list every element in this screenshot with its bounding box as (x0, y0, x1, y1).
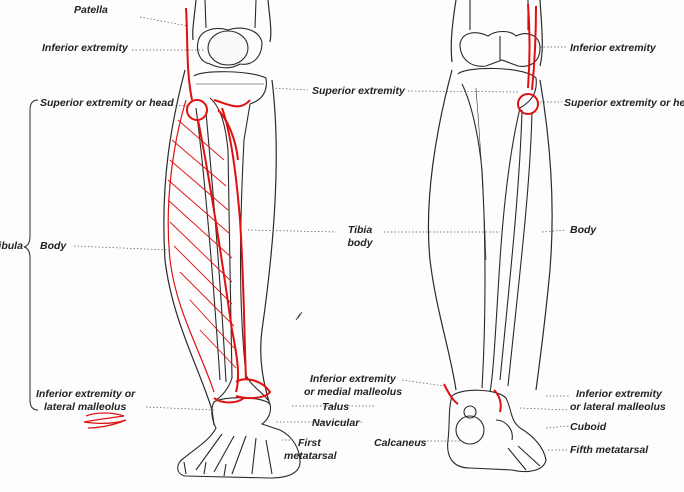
label-body-right: Body (570, 224, 597, 236)
right-tibia (457, 67, 537, 393)
label-talus: Talus (322, 401, 350, 413)
label-cuboid: Cuboid (570, 421, 607, 433)
label-medial-malleolus-1: Inferior extremity (310, 373, 396, 385)
label-superior-extremity-head: Superior extremity or head (40, 97, 174, 109)
label-tibia-body: body (347, 237, 373, 249)
left-foot (177, 397, 301, 479)
label-inferior-extremity-right: Inferior extremity (570, 42, 656, 54)
left-tibia (193, 71, 269, 401)
label-calcaneus: Calcaneus (374, 437, 427, 449)
label-tibia: Tibia (347, 224, 373, 236)
left-femur-knee (196, 0, 263, 69)
left-red-annotations (185, 7, 272, 404)
left-patella (207, 30, 249, 66)
left-hatching (167, 119, 237, 369)
label-navicular: Navicular (312, 417, 360, 429)
red-scribble (83, 412, 127, 429)
label-lateral-malleolus-right-2: or lateral malleolus (570, 401, 666, 413)
right-leg-outline (427, 0, 553, 391)
label-fifth-metatarsal: Fifth metatarsal (570, 444, 649, 456)
label-superior-extremity: Superior extremity (312, 85, 405, 97)
left-fibula (195, 107, 227, 383)
label-patella: Patella (74, 4, 108, 16)
label-inferior-extremity-left: Inferior extremity (42, 42, 128, 54)
label-medial-malleolus-2: or medial malleolus (304, 386, 403, 398)
label-lateral-malleolus-left-2: lateral malleolus (44, 401, 127, 413)
label-lateral-malleolus-left-1: Inferior extremity or (36, 388, 136, 400)
label-superior-extremity-head-right: Superior extremity or hea (564, 97, 684, 109)
right-fibula (499, 109, 533, 387)
right-red-annotations (443, 3, 539, 413)
label-body-left: Body (40, 240, 67, 252)
label-lateral-malleolus-right-1: Inferior extremity (576, 388, 662, 400)
pencil-mark (295, 311, 303, 321)
leader-lines (73, 16, 571, 451)
left-red-outline (167, 99, 215, 393)
label-fibula: Fibula (0, 240, 23, 252)
label-first: First (298, 437, 321, 449)
fibula-bracket (23, 99, 39, 411)
label-metatarsal: metatarsal (284, 450, 337, 462)
left-leg-outline (163, 0, 277, 426)
right-foot (447, 389, 547, 473)
